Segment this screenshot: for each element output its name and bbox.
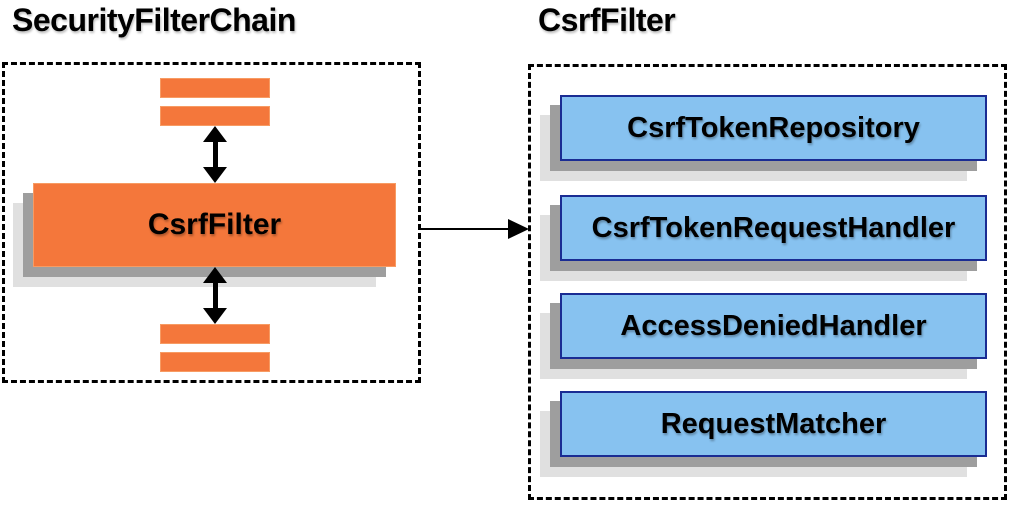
arrow-shaft bbox=[212, 142, 218, 167]
csrf-filter-group bbox=[528, 64, 1007, 500]
csrf-filter-title: CsrfFilter bbox=[538, 2, 676, 38]
component-box-csrf-token-repository: CsrfTokenRepository bbox=[540, 95, 987, 181]
arrow-down-head bbox=[203, 308, 227, 324]
component-box-access-denied-handler: AccessDeniedHandler bbox=[540, 293, 987, 379]
flow-arrow-head bbox=[508, 219, 529, 239]
arrow-shaft bbox=[212, 283, 218, 308]
bidirectional-arrow-icon bbox=[203, 267, 227, 324]
arrow-up-head bbox=[203, 267, 227, 283]
component-box-csrf-token-request-handler: CsrfTokenRequestHandler bbox=[540, 195, 987, 281]
component-box-request-matcher: RequestMatcher bbox=[540, 391, 987, 477]
arrow-up-head bbox=[203, 126, 227, 142]
component-face: AccessDeniedHandler bbox=[560, 293, 987, 359]
security-filter-chain-group bbox=[2, 62, 421, 383]
filter-placeholder-bar bbox=[160, 352, 270, 372]
csrf-filter-box: CsrfFilter bbox=[13, 183, 396, 287]
component-label: CsrfTokenRequestHandler bbox=[591, 211, 956, 244]
csrf-filter-label: CsrfFilter bbox=[147, 208, 282, 241]
arrow-down-head bbox=[203, 167, 227, 183]
filter-placeholder-bar bbox=[160, 78, 270, 98]
filter-placeholder-bar bbox=[160, 106, 270, 126]
component-label: CsrfTokenRepository bbox=[627, 111, 920, 144]
csrf-filter-face: CsrfFilter bbox=[33, 183, 396, 267]
component-label: RequestMatcher bbox=[660, 407, 887, 440]
component-label: AccessDeniedHandler bbox=[620, 309, 927, 342]
component-face: CsrfTokenRepository bbox=[560, 95, 987, 161]
filter-placeholder-bar bbox=[160, 324, 270, 344]
security-filter-chain-title: SecurityFilterChain bbox=[12, 2, 296, 38]
component-face: RequestMatcher bbox=[560, 391, 987, 457]
component-face: CsrfTokenRequestHandler bbox=[560, 195, 987, 261]
flow-arrow-icon bbox=[421, 228, 509, 230]
bidirectional-arrow-icon bbox=[203, 126, 227, 183]
